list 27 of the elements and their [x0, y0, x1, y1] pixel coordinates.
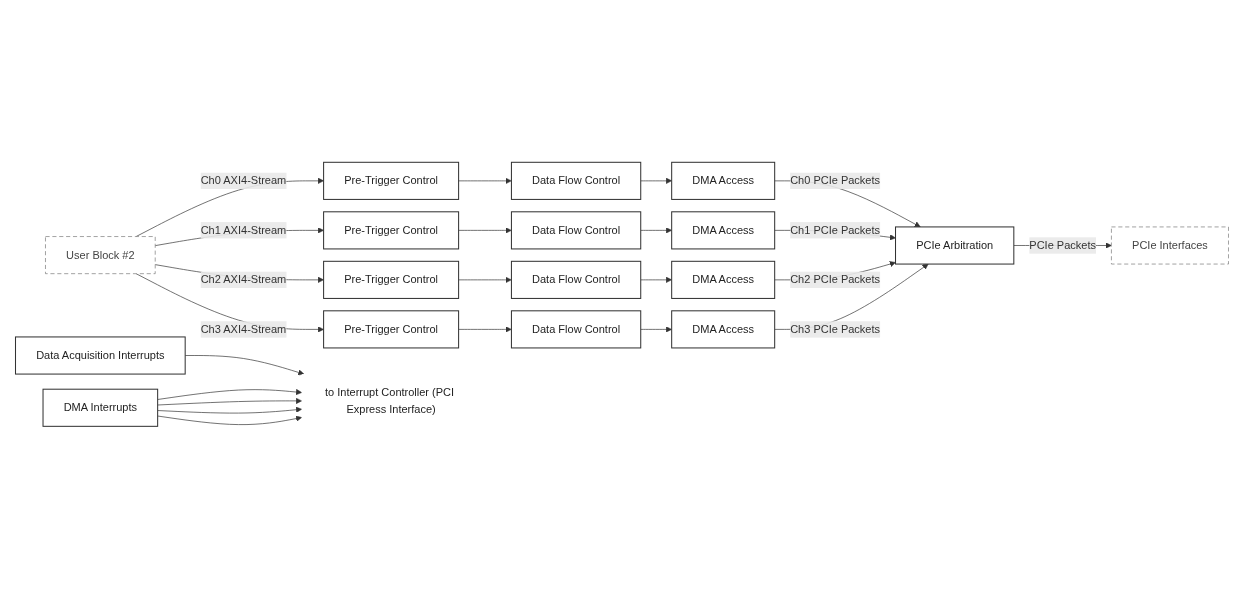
node-box: Pre-Trigger Control — [323, 310, 460, 349]
node-box: DMA Interrupts — [42, 388, 159, 427]
node-box: Pre-Trigger Control — [323, 161, 460, 200]
edge-label: Ch3 AXI4-Stream — [200, 323, 287, 335]
node-box: PCIe Interfaces — [1111, 226, 1229, 265]
edge-label: Ch1 AXI4-Stream — [200, 224, 287, 236]
node-box: DMA Access — [671, 161, 776, 200]
node-box: Pre-Trigger Control — [323, 211, 460, 250]
node-box: Data Flow Control — [510, 310, 642, 349]
edge-label: PCIe Packets — [1029, 239, 1096, 251]
node-box: Data Flow Control — [510, 260, 642, 299]
edge-label: Ch3 PCIe Packets — [790, 323, 881, 335]
edge-label: Ch1 PCIe Packets — [790, 224, 881, 236]
edge-label: Ch0 PCIe Packets — [790, 174, 881, 187]
node-box: Data Flow Control — [510, 211, 642, 250]
node-box: DMA Access — [671, 310, 776, 349]
node-box: Pre-Trigger Control — [323, 260, 460, 299]
edge-label: Ch2 AXI4-Stream — [200, 273, 287, 286]
node-box: DMA Access — [671, 260, 776, 299]
node-box: PCIe Arbitration — [895, 226, 1015, 265]
edge-label: Ch0 AXI4-Stream — [200, 174, 287, 187]
node-box: DMA Access — [671, 211, 776, 250]
node-text: to Interrupt Controller (PCI Express Interface) — [325, 386, 455, 415]
node-box: Data Flow Control — [510, 161, 642, 200]
node-box: Data Acquisition Interrupts — [15, 336, 186, 375]
node-box: User Block #2 — [45, 236, 156, 275]
edge-label: Ch2 PCIe Packets — [790, 273, 881, 286]
